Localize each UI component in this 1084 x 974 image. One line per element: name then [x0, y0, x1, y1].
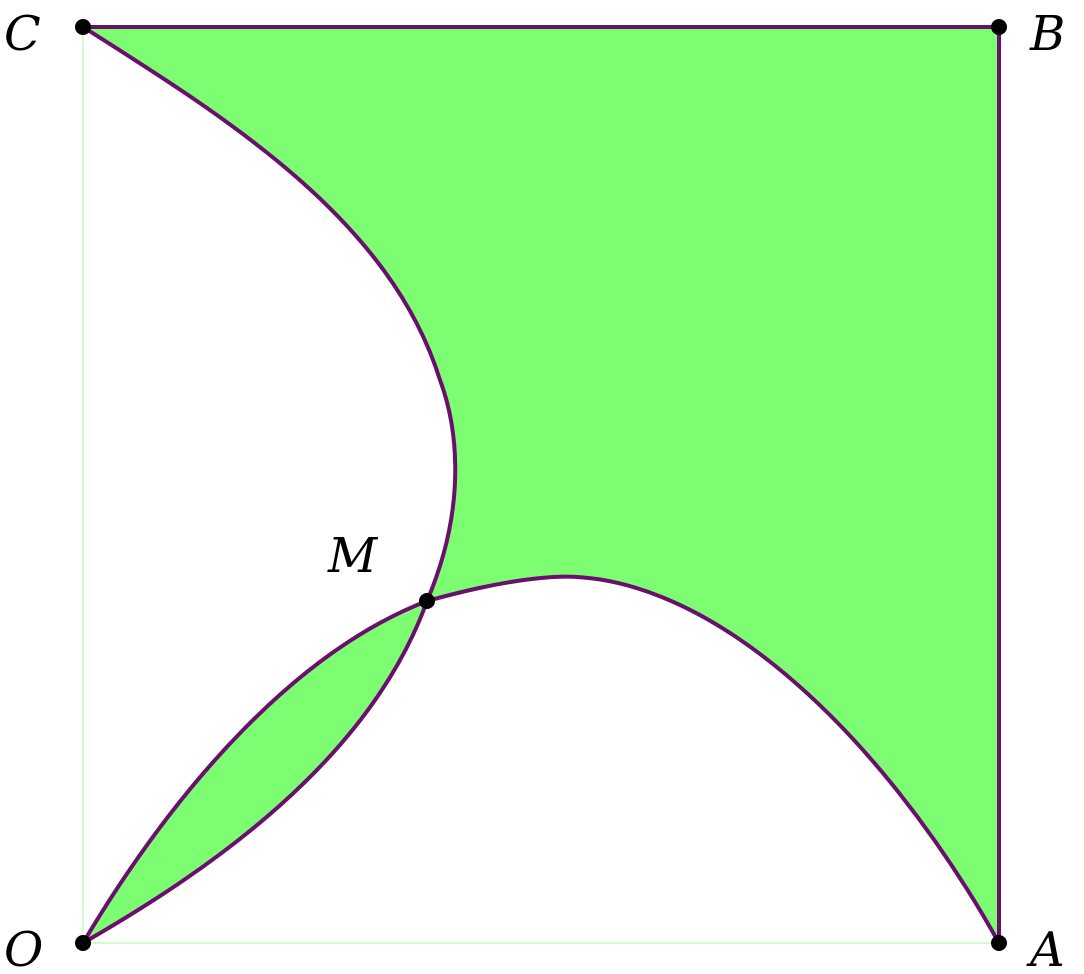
label-O: O: [4, 922, 43, 974]
point-C: [75, 19, 91, 35]
label-A: A: [1026, 922, 1065, 974]
point-M: [419, 593, 435, 609]
curve-C-to-O: [81, 25, 458, 945]
label-C: C: [4, 6, 41, 62]
point-A: [991, 935, 1007, 951]
point-B: [991, 19, 1007, 35]
shaded-region-upper: [83, 27, 999, 943]
curve-O-to-A: [81, 574, 1001, 945]
point-O: [75, 935, 91, 951]
label-M: M: [327, 528, 379, 584]
label-B: B: [1029, 6, 1065, 62]
shaded-region-lens: [83, 601, 427, 943]
